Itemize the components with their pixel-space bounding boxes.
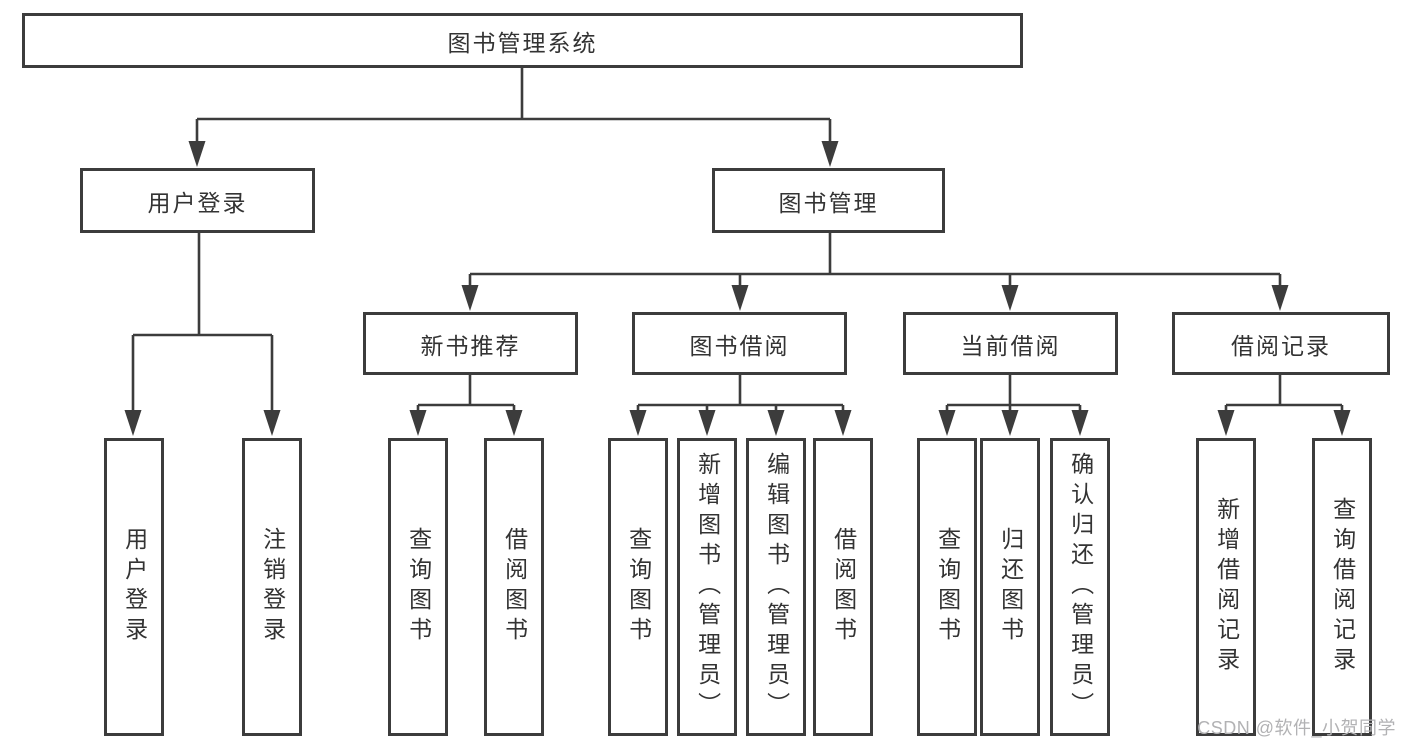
node-leaf-query-books-recommend: 查询图书: [388, 438, 448, 736]
node-leaf-query-books-current: 查询图书: [917, 438, 977, 736]
node-label: 编辑图书（管理员）: [763, 452, 790, 722]
node-book-management: 图书管理: [712, 168, 945, 233]
node-label: 查询图书: [625, 527, 652, 647]
node-label: 图书管理: [778, 189, 879, 216]
node-label: 图书借阅: [689, 332, 790, 359]
node-label: 查询图书: [934, 527, 961, 647]
node-leaf-query-books-borrow: 查询图书: [608, 438, 668, 736]
node-leaf-add-borrow-record: 新增借阅记录: [1196, 438, 1256, 736]
node-label: 确认归还（管理员）: [1067, 452, 1094, 722]
node-leaf-user-login: 用户登录: [104, 438, 164, 736]
node-leaf-edit-book-admin: 编辑图书（管理员）: [746, 438, 806, 736]
node-current-borrowing: 当前借阅: [903, 312, 1118, 375]
node-label: 当前借阅: [960, 332, 1061, 359]
node-label: 用户登录: [147, 189, 248, 216]
node-borrowing-records: 借阅记录: [1172, 312, 1390, 375]
node-label: 借阅记录: [1231, 332, 1331, 359]
node-label: 图书管理系统: [447, 29, 598, 56]
node-leaf-borrow-books: 借阅图书: [813, 438, 873, 736]
node-user-login: 用户登录: [80, 168, 315, 233]
node-label: 查询借阅记录: [1329, 497, 1356, 677]
node-leaf-add-book-admin: 新增图书（管理员）: [677, 438, 737, 736]
node-label: 查询图书: [405, 527, 432, 647]
node-leaf-confirm-return-admin: 确认归还（管理员）: [1050, 438, 1110, 736]
node-label: 归还图书: [997, 527, 1024, 647]
node-label: 新增借阅记录: [1213, 497, 1240, 677]
node-label: 注销登录: [259, 527, 286, 647]
watermark: CSDN @软件_小贺同学: [1197, 718, 1396, 738]
node-leaf-borrow-books-recommend: 借阅图书: [484, 438, 544, 736]
node-label: 新书推荐: [420, 332, 521, 359]
node-label: 新增图书（管理员）: [694, 452, 721, 722]
node-book-borrowing: 图书借阅: [632, 312, 847, 375]
node-leaf-return-book: 归还图书: [980, 438, 1040, 736]
node-leaf-query-borrow-record: 查询借阅记录: [1312, 438, 1372, 736]
node-library-management-system: 图书管理系统: [22, 13, 1023, 68]
node-leaf-logout: 注销登录: [242, 438, 302, 736]
node-label: 借阅图书: [501, 527, 528, 647]
node-label: 借阅图书: [830, 527, 857, 647]
node-label: 用户登录: [121, 527, 148, 647]
node-new-book-recommendation: 新书推荐: [363, 312, 578, 375]
